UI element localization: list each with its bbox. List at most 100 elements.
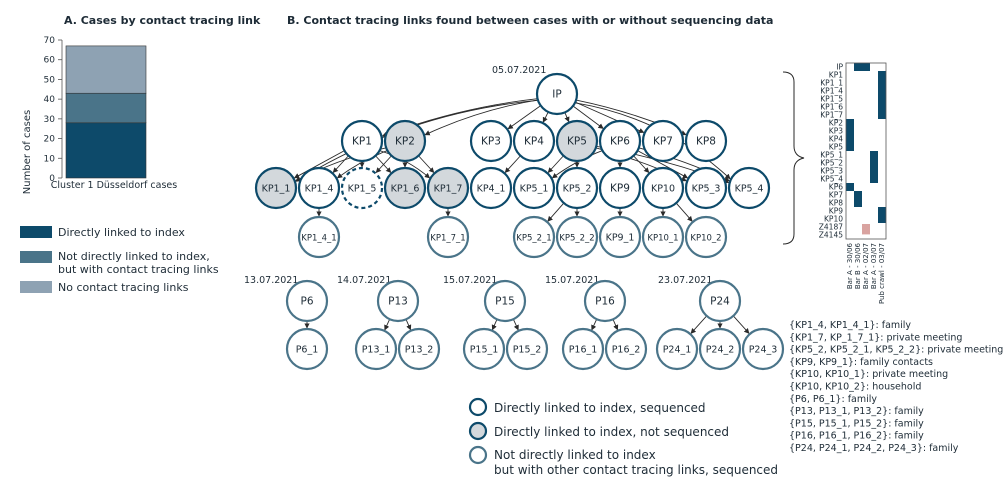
node-kp5-2: KP5_2 [555, 166, 599, 210]
node-kp5-4: KP5_4 [727, 166, 771, 210]
node-label: P24_3 [749, 345, 778, 356]
network-edge [542, 111, 549, 123]
y-tick-label: 10 [44, 154, 56, 164]
network-edge [612, 319, 619, 331]
node-p16-2: P16_2 [604, 327, 648, 371]
heatmap-row-label: KP2 [829, 119, 843, 128]
node-label: P13_1 [362, 345, 391, 356]
node-circle [505, 327, 549, 371]
network-edge [405, 319, 412, 331]
node-p24-3: P24_3 [741, 327, 785, 371]
y-tick-label: 20 [44, 135, 56, 145]
node-kp5: KP5 [555, 119, 599, 163]
node-kp6: KP6 [598, 119, 642, 163]
node-kp9-1: KP9_1 [598, 215, 642, 259]
network-edge [424, 99, 538, 136]
network-edge [690, 315, 707, 334]
heatmap-row-label: KP3 [829, 127, 843, 136]
node-circle [561, 327, 605, 371]
node-label: KP6 [610, 136, 630, 148]
node-kp9: KP9 [598, 166, 642, 210]
node-p16-1: P16_1 [561, 327, 605, 371]
heatmap-cell [878, 87, 886, 95]
network-edge [551, 150, 603, 179]
node-kp10: KP10 [641, 166, 685, 210]
node-circle [512, 119, 556, 163]
relations-list: {KP1_4, KP1_4_1}: family{KP1_7, KP_1_7_1… [789, 320, 1003, 454]
heatmap-cell [878, 95, 886, 103]
node-circle [641, 119, 685, 163]
legend-swatch-direct [20, 226, 52, 238]
heatmap-column-label: Bar A - 02/07 [862, 243, 870, 289]
heatmap-cell [854, 63, 862, 71]
node-kp1-5: KP1_5 [340, 166, 384, 210]
panel-b-dates: 05.07.2021 13.07.2021 14.07.2021 15.07.2… [244, 65, 712, 286]
relation-line: {P15, P15_1, P15_2}: family [789, 418, 924, 429]
node-circle [583, 279, 627, 323]
node-circle [469, 166, 513, 210]
legend-label-indirect-2: but with contact tracing links [58, 263, 219, 276]
node-label: KP10_2 [690, 234, 721, 244]
node-label: KP1_7_1 [430, 234, 465, 244]
node-label: KP5_2_2 [559, 234, 594, 244]
heatmap-cell [870, 151, 878, 159]
node-circle [555, 166, 599, 210]
node-circle [383, 166, 427, 210]
network-edge [336, 150, 388, 179]
heatmap-row-label: KP5 [829, 143, 843, 152]
node-label: P15_1 [470, 345, 499, 356]
node-label: P24_2 [706, 345, 735, 356]
node-circle [462, 327, 506, 371]
brace [782, 71, 805, 245]
node-p15-1: P15_1 [462, 327, 506, 371]
node-kp1-4-1: KP1_4_1 [297, 215, 341, 259]
node-circle [512, 215, 556, 259]
bar-segment [65, 122, 147, 179]
node-label: P24_1 [663, 345, 692, 356]
relation-line: {KP9, KP9_1}: family contacts [789, 357, 933, 368]
node-circle [340, 119, 384, 163]
network-edge [375, 155, 392, 174]
node-label: KP2 [395, 136, 415, 148]
node-circle [426, 215, 470, 259]
node-circle [598, 166, 642, 210]
network-edge [675, 202, 693, 222]
node-circle [741, 327, 785, 371]
panel-a: A. Cases by contact tracing link Number … [20, 14, 261, 294]
heatmap-cell [854, 199, 862, 207]
heatmap-row-label: KP5_2 [820, 159, 843, 168]
y-tick-label: 40 [44, 95, 56, 105]
heatmap-row-label: KP1_1 [820, 79, 843, 88]
node-kp2: KP2 [383, 119, 427, 163]
heatmap-cell [878, 215, 886, 223]
node-label: P6 [300, 296, 313, 308]
legend-label-indirect-1: Not directly linked to index, [58, 250, 210, 263]
heatmap-cell [878, 103, 886, 111]
heatmap-row-label: KP10 [824, 215, 843, 224]
heatmap-cell [846, 135, 854, 143]
heatmap-row-label: KP9 [829, 207, 843, 216]
node-kp1-7-1: KP1_7_1 [426, 215, 470, 259]
node-label: KP4_1 [477, 184, 506, 195]
network-edge [733, 315, 750, 334]
relation-line: {P24, P24_1, P24_2, P24_3}: family [789, 443, 959, 454]
network-edge [564, 112, 570, 123]
node-circle [512, 166, 556, 210]
node-label: IP [552, 89, 561, 101]
network-edge [591, 318, 598, 331]
heatmap-row-label: KP6 [829, 183, 843, 192]
node-label: KP9 [610, 183, 630, 195]
network-edge [547, 202, 565, 222]
relation-line: {KP5_2, KP5_2_1, KP5_2_2}: private meeti… [789, 345, 1003, 356]
node-label: KP1_4 [305, 184, 334, 195]
node-kp4: KP4 [512, 119, 556, 163]
node-label: P13 [388, 296, 408, 308]
network-edge [572, 105, 604, 129]
node-kp5-3: KP5_3 [684, 166, 728, 210]
heatmap-cell [846, 127, 854, 135]
relation-line: {KP1_7, KP_1_7_1}: private meeting [789, 332, 962, 343]
panel-a-stacked-bar [65, 45, 147, 179]
legend-node-indirect [468, 445, 488, 465]
panel-a-title: A. Cases by contact tracing link [64, 14, 261, 27]
